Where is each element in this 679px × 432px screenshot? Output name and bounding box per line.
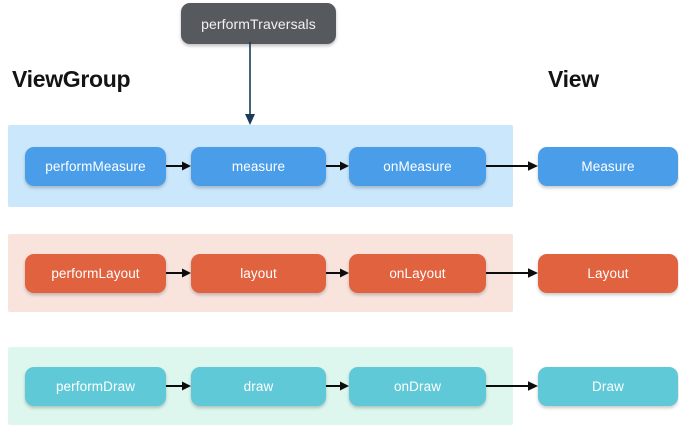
- node-label: Draw: [592, 379, 624, 394]
- node-view-layout: Layout: [538, 254, 678, 293]
- row-draw: performDraw draw onDraw Draw: [0, 347, 679, 425]
- node-label: Measure: [581, 159, 635, 174]
- label-view: View: [548, 66, 599, 92]
- arrow-down-traversals-to-measure: [245, 42, 255, 125]
- node-label: Layout: [587, 266, 629, 281]
- node-label: performLayout: [51, 266, 140, 281]
- node-label: onDraw: [393, 379, 442, 394]
- node-on-measure: onMeasure: [349, 147, 486, 186]
- node-perform-measure: performMeasure: [25, 147, 166, 186]
- node-measure: measure: [191, 147, 326, 186]
- node-layout: layout: [191, 254, 326, 293]
- row-layout: performLayout layout onLayout Layout: [0, 234, 679, 312]
- node-label: performTraversals: [201, 15, 316, 32]
- node-view-measure: Measure: [538, 147, 678, 186]
- row-measure: performMeasure measure onMeasure Measure: [0, 125, 679, 207]
- node-on-layout: onLayout: [349, 254, 486, 293]
- node-label: measure: [231, 159, 286, 174]
- node-label: performDraw: [55, 379, 136, 394]
- node-perform-traversals: performTraversals: [181, 3, 336, 44]
- node-view-draw: Draw: [538, 367, 678, 406]
- node-label: performMeasure: [45, 159, 146, 174]
- node-label: onLayout: [389, 266, 446, 281]
- label-viewgroup: ViewGroup: [12, 66, 131, 92]
- node-label: draw: [243, 379, 274, 394]
- node-perform-draw: performDraw: [25, 367, 166, 406]
- node-label: onMeasure: [383, 159, 452, 174]
- node-on-draw: onDraw: [349, 367, 486, 406]
- node-label: layout: [240, 266, 277, 281]
- node-draw: draw: [191, 367, 326, 406]
- node-perform-layout: performLayout: [25, 254, 166, 293]
